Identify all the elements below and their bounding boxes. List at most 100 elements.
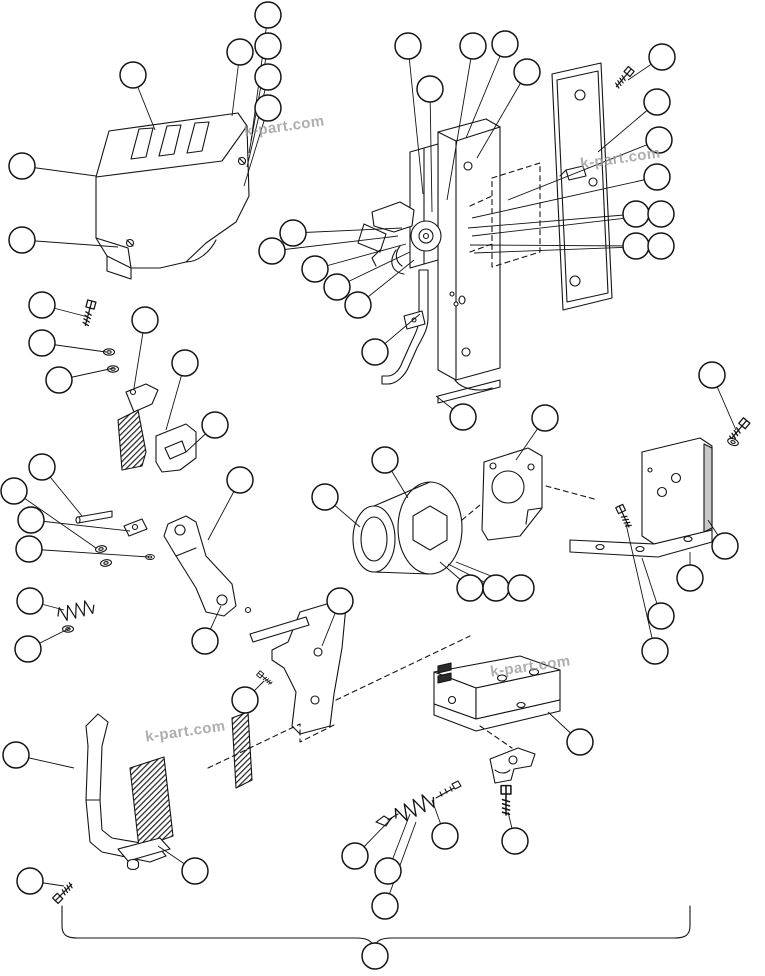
callout-balloon [507, 574, 535, 602]
part-roller-bushing [352, 481, 463, 575]
callout-balloon [16, 867, 44, 895]
callout-balloon [711, 532, 739, 560]
callout-balloon [344, 291, 372, 319]
callout-balloon [28, 329, 56, 357]
assembly-axis-lines [207, 485, 599, 769]
leader-line [407, 45, 424, 195]
part-spring-bolt [375, 780, 462, 827]
callout-balloon [8, 152, 36, 180]
callout-balloon [361, 942, 389, 970]
callout-balloon [28, 453, 56, 481]
callout-balloon [16, 587, 44, 615]
part-side-panel [551, 62, 613, 311]
callout-balloon [311, 483, 339, 511]
callout-balloon [254, 32, 282, 60]
callout-balloon [643, 88, 671, 116]
callout-balloon [14, 635, 42, 663]
callout-balloon [371, 446, 399, 474]
callout-balloon [131, 306, 159, 334]
callout-balloon [201, 411, 229, 439]
callout-balloon [231, 686, 259, 714]
callout-balloon [416, 75, 444, 103]
part-mount-bracket [95, 112, 250, 280]
washer-right-icon [726, 436, 740, 448]
callout-balloon [301, 255, 329, 283]
callout-balloon [171, 349, 199, 377]
washer-c-icon [94, 544, 108, 554]
callout-balloon [15, 535, 43, 563]
callout-balloon [226, 466, 254, 494]
leader-line [429, 88, 433, 213]
leader-line [13, 490, 97, 549]
part-base-bracket [433, 655, 561, 732]
watermark-text: k-part.com [144, 718, 226, 746]
leader-line [292, 227, 403, 234]
callout-balloons [0, 1, 739, 970]
leader-line [314, 243, 407, 270]
leader-line [625, 523, 656, 652]
callout-balloon [119, 61, 147, 89]
leader-line [476, 71, 528, 159]
part-clip-bracket [489, 747, 536, 784]
leader-line [30, 519, 131, 532]
callout-balloon [501, 827, 529, 855]
part-strip-plate [231, 711, 253, 789]
callout-balloon [181, 857, 209, 885]
callout-balloon [513, 58, 541, 86]
callout-balloon [341, 842, 369, 870]
leader-line [469, 244, 637, 247]
callout-balloon [647, 232, 675, 260]
callout-balloon [323, 273, 351, 301]
callout-balloon [566, 728, 594, 756]
part-angle-bracket [569, 437, 713, 558]
spring-left-icon [55, 598, 97, 623]
part-cam-lever-set [357, 201, 442, 275]
callout-balloon [648, 43, 676, 71]
part-lever-arm [75, 510, 252, 617]
part-main-bracket-assembly [381, 118, 501, 404]
bolt-bottom-icon [500, 784, 512, 816]
callout-balloon [459, 32, 487, 60]
callout-balloon [254, 63, 282, 91]
callout-balloon [326, 587, 354, 615]
callout-balloon [698, 361, 726, 389]
leader-line [246, 76, 269, 168]
screw-bracket-icon [615, 503, 634, 530]
callout-balloon [8, 226, 36, 254]
callout-balloon [254, 1, 282, 29]
nut-pedal-icon [126, 858, 140, 871]
callout-balloon [456, 574, 484, 602]
leader-line [271, 235, 399, 252]
part-gasket-plate [481, 447, 543, 541]
screw-stopper-icon [80, 299, 97, 328]
callout-balloon [643, 163, 671, 191]
callout-balloon [622, 200, 650, 228]
callout-balloon [676, 564, 704, 592]
callout-balloon [361, 338, 389, 366]
callout-balloon [28, 291, 56, 319]
callout-balloon [254, 94, 282, 122]
callout-balloon [2, 741, 30, 769]
callout-balloon [17, 506, 45, 534]
leader-line [384, 821, 417, 907]
callout-balloon [0, 477, 28, 505]
callout-balloon [394, 32, 422, 60]
callout-balloon [647, 200, 675, 228]
leader-line [21, 239, 119, 248]
callout-balloon [482, 574, 510, 602]
callout-balloon [449, 403, 477, 431]
leader-line [465, 43, 506, 139]
callout-balloon [258, 237, 286, 265]
callout-balloon [645, 126, 673, 154]
callout-balloon [641, 637, 669, 665]
callout-balloon [371, 892, 399, 920]
callout-balloon [226, 38, 254, 66]
leader-line [446, 45, 474, 201]
leader-line [467, 213, 637, 229]
callout-balloon [491, 30, 519, 58]
washer-d-icon [99, 558, 113, 568]
callout-balloon [279, 219, 307, 247]
part-stopper-assembly [117, 383, 197, 473]
